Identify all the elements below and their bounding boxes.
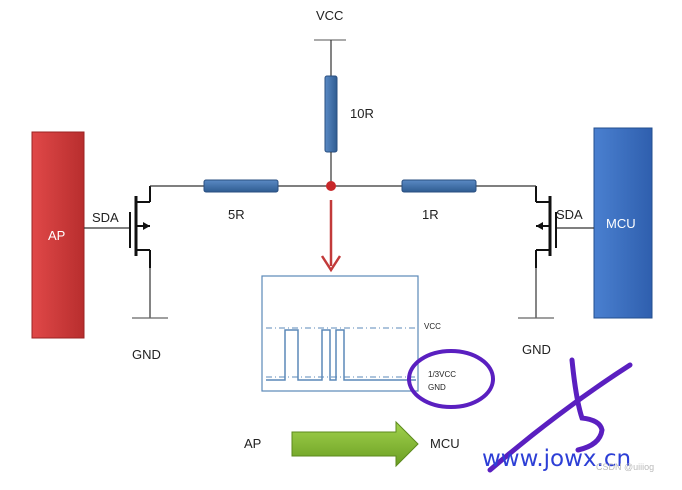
- scope-frame: [261, 275, 419, 392]
- right-mosfet: [535, 186, 557, 268]
- watermark-text: www.jowx.cn: [482, 446, 632, 472]
- mcu-block: [593, 127, 653, 319]
- gnd-left-label: GND: [132, 347, 161, 362]
- resistor-5r: [203, 179, 279, 193]
- left-mosfet: [129, 186, 151, 268]
- scope-vcc-label: VCC: [424, 322, 441, 331]
- down-arrow-head: [320, 255, 342, 273]
- annotation-slash: [487, 362, 633, 473]
- resistor-5r-label: 5R: [228, 207, 245, 222]
- resistor-1r: [401, 179, 477, 193]
- flow-from-label: AP: [244, 436, 262, 451]
- flow-to-label: MCU: [430, 436, 460, 451]
- annotation-circle: [407, 349, 495, 409]
- sda-right-label: SDA: [556, 207, 583, 222]
- mcu-block-label: MCU: [606, 216, 636, 231]
- sda-left-label: SDA: [92, 210, 119, 225]
- annotation-mark: [569, 357, 605, 453]
- gnd-right-label: GND: [522, 342, 551, 357]
- vcc-top-label: VCC: [316, 8, 344, 23]
- scope-third-label: 1/3VCC: [428, 370, 457, 379]
- ap-block-label: AP: [48, 228, 66, 243]
- scope-waveform: [266, 329, 416, 381]
- credit-text: CSDN @uiiiog: [596, 462, 655, 472]
- resistor-10r: [324, 75, 338, 153]
- scope-gnd-label: GND: [428, 383, 446, 392]
- flow-arrow: [291, 420, 419, 468]
- junction-dot: [326, 181, 336, 191]
- ap-block: [31, 131, 85, 339]
- resistor-10r-label: 10R: [350, 106, 374, 121]
- resistor-1r-label: 1R: [422, 207, 439, 222]
